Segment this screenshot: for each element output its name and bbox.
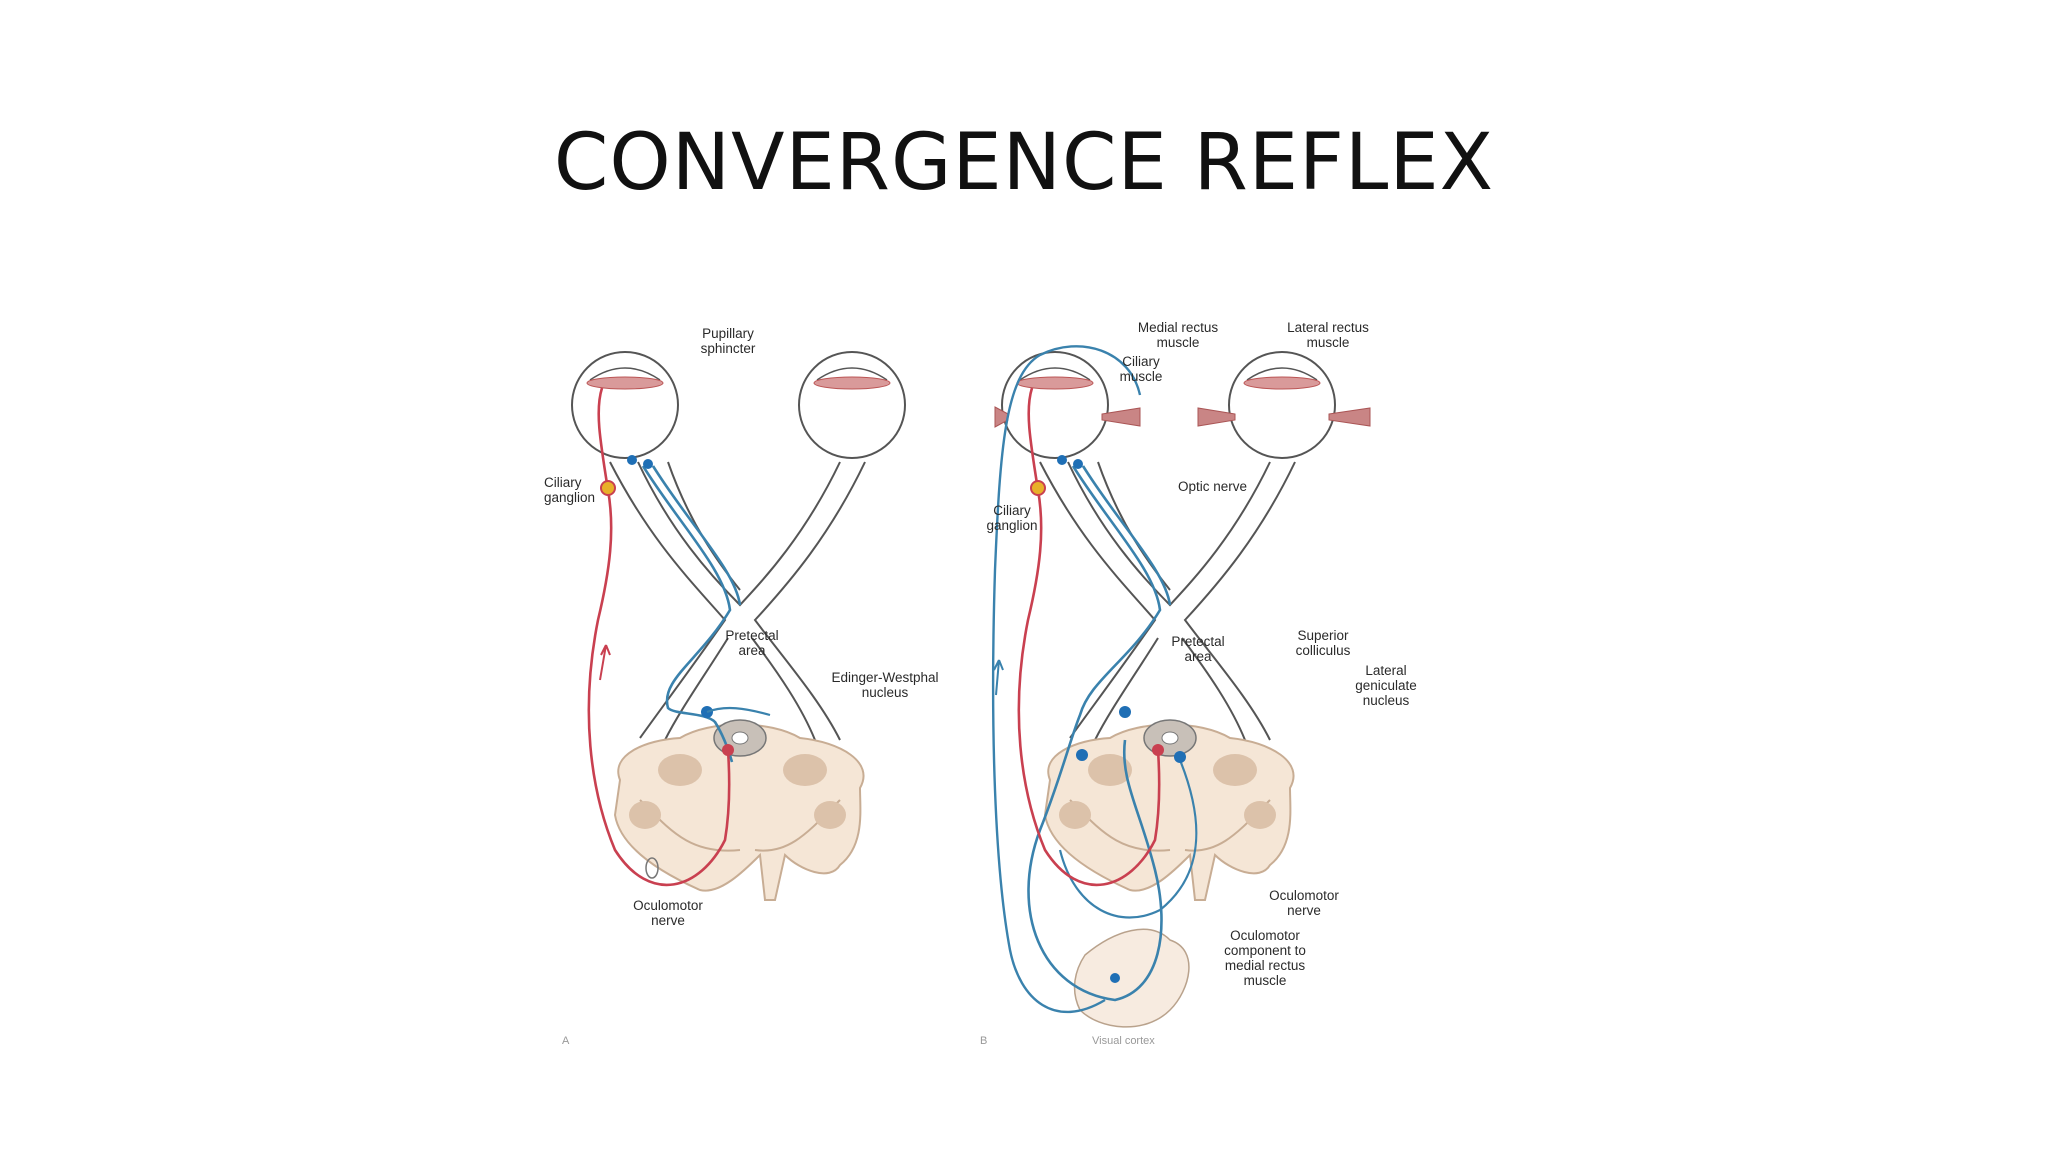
ew-nucleus-neuron <box>722 744 734 756</box>
slide-title: CONVERGENCE REFLEX <box>553 118 1495 208</box>
retina-ganglion-cell-2 <box>643 459 653 469</box>
label-pupillary-sphincter-1: Pupillary <box>702 326 754 341</box>
label-ew-1: Edinger-Westphal <box>831 670 938 685</box>
panel-b: Medial rectus muscle Lateral rectus musc… <box>980 320 1417 1047</box>
label-pretectal-b-1: Pretectal <box>1171 634 1224 649</box>
label-lgn-1: Lateral <box>1365 663 1406 678</box>
left-eye <box>571 351 679 459</box>
nerve-loop <box>645 857 659 879</box>
label-ciliary-muscle-2: muscle <box>1120 369 1163 384</box>
medial-rectus-left <box>1101 407 1141 427</box>
label-pretectal-b-2: area <box>1184 649 1212 664</box>
panel-a-letter: A <box>562 1035 570 1047</box>
label-lateral-rectus-2: muscle <box>1307 335 1350 350</box>
label-ciliary-ganglion-a-1: Ciliary <box>544 475 582 490</box>
midbrain-section-b <box>1043 719 1295 901</box>
right-eye-b <box>1197 351 1371 459</box>
label-ciliary-ganglion-a-2: ganglion <box>544 490 595 505</box>
medial-rectus-right <box>1197 407 1236 427</box>
oculomotor-blue-route <box>1058 759 1198 919</box>
label-pretectal-a-2: area <box>738 643 766 658</box>
ascending-arrow-b <box>993 659 1004 696</box>
label-superior-colliculus-2: colliculus <box>1296 643 1351 658</box>
long-efferent-loop <box>991 345 1142 1014</box>
right-eye <box>798 351 906 459</box>
panel-b-letter: B <box>980 1035 987 1047</box>
midbrain-section <box>613 719 865 901</box>
label-ew-2: nucleus <box>862 685 909 700</box>
panel-a: Pupillary sphincter Ciliary ganglion Pre… <box>544 326 939 1047</box>
label-lgn-2: geniculate <box>1355 678 1417 693</box>
label-component-2: component to <box>1224 943 1306 958</box>
label-pupillary-sphincter-2: sphincter <box>701 341 756 356</box>
retina-ganglion-cell-1 <box>627 455 637 465</box>
afferent-pathway <box>641 465 734 763</box>
convergence-reflex-figure: Pupillary sphincter Ciliary ganglion Pre… <box>540 310 1470 1060</box>
lateral-rectus-right <box>1328 407 1371 427</box>
afferent-pathway-b <box>1027 465 1163 1002</box>
label-optic-nerve: Optic nerve <box>1178 479 1247 494</box>
label-component-4: muscle <box>1244 973 1287 988</box>
ascending-arrow <box>599 644 611 681</box>
label-lgn-3: nucleus <box>1363 693 1410 708</box>
label-medial-rectus-2: muscle <box>1157 335 1200 350</box>
label-ciliary-muscle-1: Ciliary <box>1122 354 1160 369</box>
label-oculomotor-a-2: nerve <box>651 913 685 928</box>
ciliary-ganglion-b <box>1030 480 1046 496</box>
ciliary-ganglion <box>600 480 616 496</box>
label-oculomotor-a-1: Oculomotor <box>633 898 703 913</box>
label-ciliary-ganglion-b-2: ganglion <box>986 518 1037 533</box>
label-component-1: Oculomotor <box>1230 928 1300 943</box>
label-visual-cortex: Visual cortex <box>1092 1035 1155 1047</box>
visual-cortex <box>1073 928 1190 1028</box>
label-oculomotor-b-1: Oculomotor <box>1269 888 1339 903</box>
label-oculomotor-b-2: nerve <box>1287 903 1321 918</box>
label-superior-colliculus-1: Superior <box>1297 628 1349 643</box>
ew-nucleus-neuron-b <box>1152 744 1164 756</box>
label-component-3: medial rectus <box>1225 958 1306 973</box>
label-ciliary-ganglion-b-1: Ciliary <box>993 503 1031 518</box>
label-lateral-rectus-1: Lateral rectus <box>1287 320 1369 335</box>
label-medial-rectus-1: Medial rectus <box>1138 320 1219 335</box>
label-pretectal-a-1: Pretectal <box>725 628 778 643</box>
